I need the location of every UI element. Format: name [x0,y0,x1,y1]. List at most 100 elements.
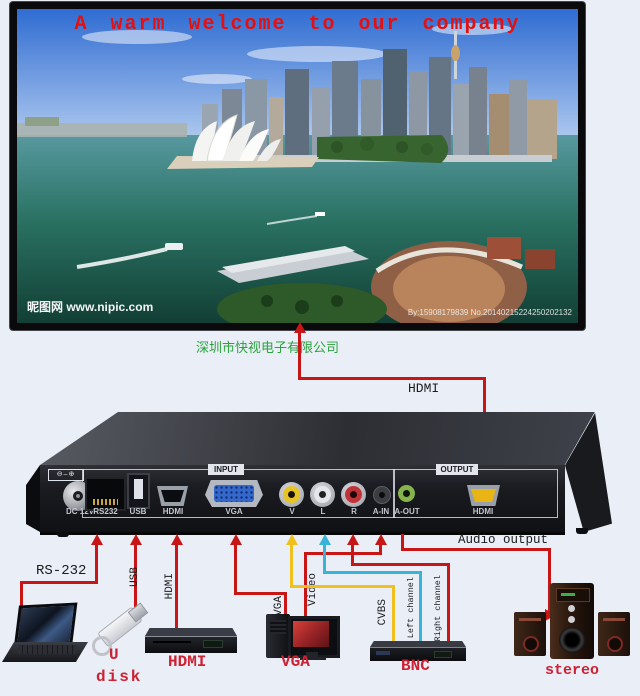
vga-socket [214,485,254,502]
cvbs-arrow [286,534,298,545]
port-hdmi-in-label: HDMI [162,507,184,516]
audio-output-cable [548,548,551,612]
rs232-cable [20,581,98,584]
vga-cable [234,544,237,594]
rs232-cable-label: RS-232 [36,563,87,579]
usb-cable-label: USB [129,567,141,587]
port-l-label: L [320,507,326,516]
left-channel-arrow [319,534,331,545]
monitor-stand [306,652,318,657]
cvbs-cable [290,585,395,588]
tv-screen: A warm welcome to our company 昵图网 www.ni… [17,9,578,323]
usb-flash-drive [92,598,152,656]
clouds [82,23,512,84]
port-a-in-label: A-IN [372,507,390,516]
hdmi-source-arrow [171,534,183,545]
device-foot [57,532,69,537]
port-vga [205,480,263,507]
rca-right-hole [350,491,357,498]
hdmi-player-top [145,628,237,636]
subwoofer-port [559,627,585,653]
company-name: 深圳市快视电子有限公司 [196,340,340,355]
laptop-base [2,642,88,662]
usb-drive-loop [92,636,112,656]
audio-in-hole [379,492,385,498]
rs232-pins [93,499,118,505]
cvbs-cable-label: CVBS [377,599,389,626]
rs232-cable [95,544,98,584]
cvbs-cable [392,585,395,643]
right-channel-cable [447,563,450,643]
hdmi-display-cable [483,377,486,430]
hdmi-player-display [203,640,223,648]
hdmi-display-label: HDMI [408,381,440,396]
left-channel-cable [323,544,326,573]
bnc-player-display [434,651,452,658]
right-channel-arrow [347,534,359,545]
port-rca-video [279,482,304,507]
port-audio-in [373,486,391,504]
u-disk-label-2: disk [96,668,143,686]
port-rs232-label: RS232 [93,507,118,516]
speaker-left [514,612,546,656]
vga-computer [264,608,340,662]
hdmi-player-label: HDMI [168,653,207,671]
screen-welcome-text: A warm welcome to our company [74,13,521,36]
monitor-base [300,657,326,660]
vga-cable [284,592,287,626]
watermark-nipic: 昵图网 www.nipic.com [27,300,154,314]
tv-monitor: A warm welcome to our company 昵图网 www.ni… [10,2,585,330]
hdmi-source-cable-label: HDMI [164,573,176,600]
hdmi-in-slot [161,490,184,502]
input-group-tag: INPUT [208,464,244,475]
computer-monitor [288,616,340,658]
port-usb-label2: USB [129,507,147,516]
port-audio-out [398,485,415,502]
video-cable [304,552,382,555]
laptop-keyboard [18,645,76,654]
speaker-right-driver [607,636,623,652]
port-v-label: V [289,507,295,516]
port-usb [127,473,150,509]
subwoofer-display [556,588,590,602]
bnc-player-front [370,647,466,661]
subwoofer-knob-2 [568,616,575,623]
bnc-player-logo [376,651,390,655]
bnc-player [370,641,466,662]
left-channel-cable [323,571,422,574]
rca-left-ring [314,486,331,503]
device-foot [576,528,588,534]
speaker-right [598,612,630,656]
vga-computer-label: VGA [281,653,310,671]
cvbs-cable [290,544,293,587]
dc-label: DC 12V [65,507,94,516]
hdmi-display-cable [298,333,301,379]
subwoofer-led [561,593,575,596]
computer-monitor-screen [293,621,329,647]
device-top-face [40,412,595,465]
bnc-player-top [370,641,466,647]
circular-quay [217,237,555,323]
headland [317,135,449,163]
video-cable [379,544,382,554]
video-cable [304,552,307,632]
rs232-arrow [91,534,103,545]
laptop [0,600,92,666]
computer-tower [266,614,290,658]
video-cable-label: Video [307,573,319,607]
output-group-tag: OUTPUT [436,464,478,475]
rca-video-ring [283,486,300,503]
stereo-label: stereo [545,662,600,679]
speaker-left-trim [519,618,541,621]
stereo-speakers [512,578,634,660]
bnc-player-label: BNC [401,657,430,675]
hdmi-source-cable [175,544,178,642]
rca-left-hole [319,491,326,498]
device-left-side [26,465,40,532]
left-channel-cable [419,571,422,643]
hdmi-player-front [145,636,237,653]
hdmi-player-tray [153,641,191,643]
hdmi-out-slot [471,489,496,502]
boats [76,212,325,269]
video-arrow [375,534,387,545]
